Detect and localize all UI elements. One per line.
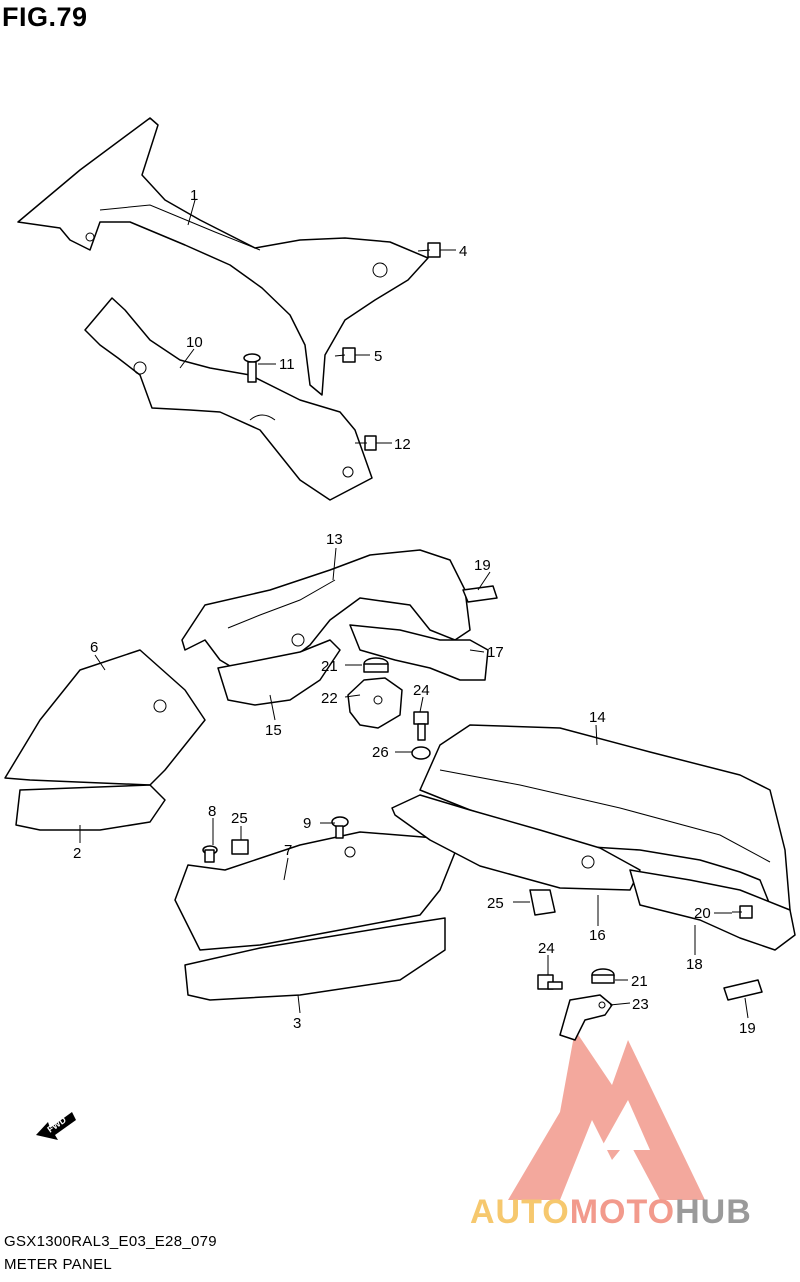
callout-13: 13 <box>326 531 343 548</box>
part-24-bolt-lower-icon <box>537 974 563 990</box>
callout-23: 23 <box>632 996 649 1013</box>
callout-labels: 1 2 3 4 5 6 7 8 9 10 11 12 13 14 15 16 1… <box>73 187 756 1037</box>
callout-1: 1 <box>190 187 198 204</box>
callout-25: 25 <box>231 810 248 827</box>
screw-5-icon <box>334 347 356 363</box>
callout-14: 14 <box>589 709 606 726</box>
part-19-pad-lower-icon <box>723 979 763 1001</box>
callout-5: 5 <box>374 348 382 365</box>
leader-lines <box>79 199 749 1019</box>
part-13-center-cover <box>181 549 471 673</box>
part-17-bracket-panel <box>349 624 489 681</box>
part-25-clip-icon <box>231 839 249 855</box>
part-18-right-side-piece <box>629 869 796 951</box>
watermark-auto: AUTO <box>470 1193 570 1231</box>
callout-7: 7 <box>284 842 292 859</box>
screw-11-icon <box>243 353 261 383</box>
part-9-screw-icon <box>331 816 349 839</box>
part-20-screw-icon <box>732 905 753 919</box>
part-24-bolt-icon <box>413 711 429 741</box>
part-19-pad-icon <box>462 585 498 603</box>
callout-19-lower: 19 <box>739 1020 756 1037</box>
callout-26: 26 <box>372 744 389 761</box>
callout-15: 15 <box>265 722 282 739</box>
figure-title: FIG.79 <box>2 2 88 32</box>
callout-20: 20 <box>694 905 711 922</box>
watermark-hub: HUB <box>675 1193 752 1231</box>
part-21-grommet-icon <box>363 657 389 673</box>
part-10-lower-inner-panel <box>84 297 373 501</box>
part-7-lower-front-panel <box>174 831 461 951</box>
callout-18: 18 <box>686 956 703 973</box>
callout-22: 22 <box>321 690 338 707</box>
model-code: GSX1300RAL3_E03_E28_079 <box>4 1233 217 1250</box>
callout-24-lower: 24 <box>538 940 555 957</box>
part-15-lower-cover <box>217 639 341 706</box>
callout-9: 9 <box>303 815 311 832</box>
watermark-moto: MOTO <box>569 1193 676 1231</box>
callout-2: 2 <box>73 845 81 862</box>
callout-3: 3 <box>293 1015 301 1032</box>
callout-11: 11 <box>279 356 295 373</box>
fwd-arrow-icon: FWD <box>36 1112 76 1140</box>
part-3-lower-panel <box>184 917 446 1001</box>
part-2-left-lower-panel <box>15 784 166 831</box>
callout-12: 12 <box>394 436 411 453</box>
part-21-grommet-lower-icon <box>591 968 615 984</box>
part-25-clip-right-icon <box>529 889 556 916</box>
part-22-bracket-icon <box>347 677 403 729</box>
callout-16: 16 <box>589 927 606 944</box>
callout-10: 10 <box>186 334 203 351</box>
callout-21-lower: 21 <box>631 973 648 990</box>
callout-17: 17 <box>487 644 504 661</box>
callout-8: 8 <box>208 803 216 820</box>
part-23-bracket-icon <box>559 994 613 1041</box>
part-6-left-outer-panel <box>4 649 206 786</box>
part-1-upper-inner-panel <box>17 117 429 396</box>
part-8-screw-icon <box>202 845 218 863</box>
watermark-logo <box>508 1030 705 1200</box>
section-name: METER PANEL <box>4 1256 113 1273</box>
callout-25-right: 25 <box>487 895 504 912</box>
callout-4: 4 <box>459 243 467 260</box>
callout-19: 19 <box>474 557 491 574</box>
callout-24: 24 <box>413 682 430 699</box>
callout-6: 6 <box>90 639 98 656</box>
watermark-wordmark: AUTOMOTOHUB <box>470 1193 752 1232</box>
part-26-collar-icon <box>411 746 431 760</box>
callout-21: 21 <box>321 658 338 675</box>
